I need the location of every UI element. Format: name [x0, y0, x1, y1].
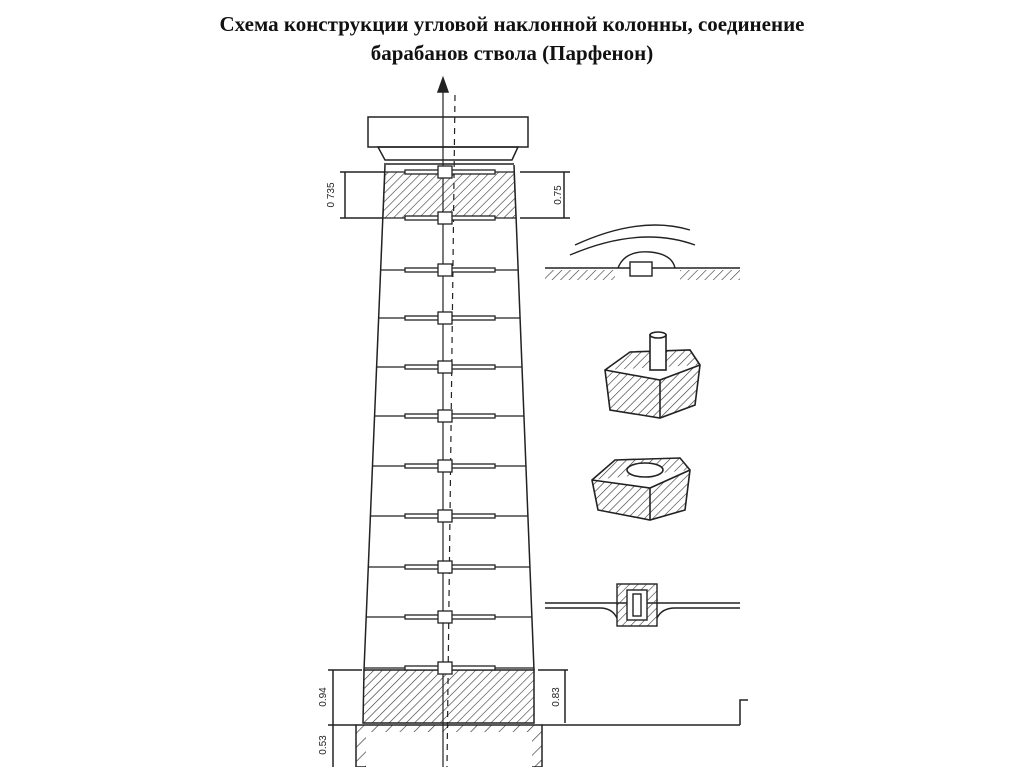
dowel: [437, 560, 453, 574]
shaft-right-edge: [513, 164, 535, 671]
dowel: [437, 409, 453, 423]
dowel: [437, 509, 453, 523]
dim-bottom-left-upper: 0.94: [318, 687, 329, 707]
title-line-2: барабанов ствола (Парфенон): [370, 41, 654, 65]
dowel: [437, 661, 453, 675]
detail-block-with-dowel: [604, 331, 701, 419]
detail-clamp-section: [545, 583, 740, 627]
dowel: [437, 459, 453, 473]
shaft-left-edge: [363, 164, 386, 671]
dowel: [437, 263, 453, 277]
dowel: [437, 211, 453, 225]
dim-bottom-left-lower: 0.53: [318, 735, 329, 755]
column-abacus: [367, 116, 529, 148]
dim-bottom-right: 0.83: [551, 687, 562, 707]
dim-top-left: 0 735: [326, 182, 337, 207]
detail-block-with-socket: [591, 457, 691, 521]
dowel: [437, 311, 453, 325]
slide-title: Схема конструкции угловой наклонной коло…: [0, 10, 1024, 68]
column-echinus: [376, 146, 520, 161]
dowel: [437, 165, 453, 179]
title-line-1: Схема конструкции угловой наклонной коло…: [219, 12, 805, 36]
detail-joint-section: [545, 224, 740, 280]
dowel: [437, 610, 453, 624]
axis-arrow-icon: [436, 75, 450, 93]
inclined-axis: [446, 94, 456, 767]
dowel: [437, 360, 453, 374]
dim-top-right: 0.75: [553, 185, 564, 205]
